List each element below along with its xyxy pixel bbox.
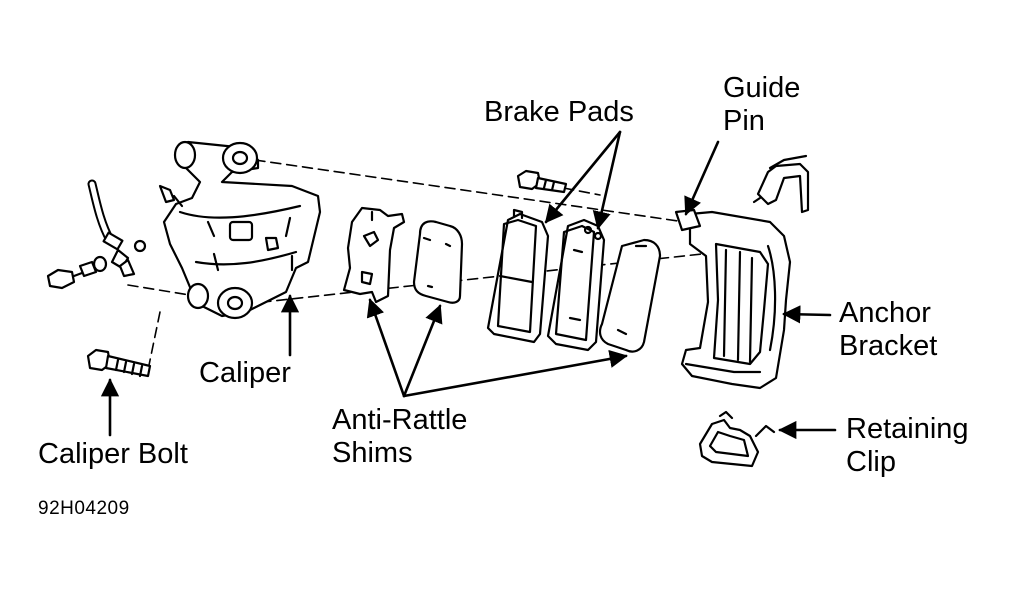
label-retaining-clip: Retaining Clip bbox=[846, 413, 969, 479]
label-brake-pads: Brake Pads bbox=[484, 96, 634, 128]
brake-pad-1-illustration bbox=[486, 208, 550, 344]
shim-3-illustration bbox=[598, 238, 662, 353]
label-caliper-bolt: Caliper Bolt bbox=[38, 438, 188, 470]
label-anti-rattle-shims: Anti-Rattle Shims bbox=[332, 404, 467, 470]
retaining-clip-illustration bbox=[698, 410, 776, 468]
label-anchor-bracket-line-1: Anchor bbox=[839, 297, 931, 329]
label-anchor-bracket: Anchor Bracket bbox=[839, 297, 937, 363]
label-anchor-bracket-line-2: Bracket bbox=[839, 330, 938, 362]
caliper-illustration bbox=[158, 140, 322, 320]
label-retaining-clip-line-2: Clip bbox=[846, 446, 896, 478]
label-caliper: Caliper bbox=[199, 357, 291, 389]
label-anti-rattle-shims-line-1: Anti-Rattle bbox=[332, 404, 468, 436]
guide-bolt-illustration bbox=[516, 169, 568, 194]
figure-code: 92H04209 bbox=[38, 498, 130, 519]
caliper-bolt-illustration bbox=[86, 348, 152, 378]
brake-pad-2-illustration bbox=[546, 218, 606, 352]
anchor-bracket-illustration bbox=[674, 208, 792, 390]
label-guide-pin: Guide Pin bbox=[723, 72, 800, 138]
shim-2-illustration bbox=[412, 220, 464, 304]
upper-clip-illustration bbox=[752, 154, 810, 214]
label-guide-pin-line-2: Pin bbox=[723, 105, 765, 137]
shim-1-illustration bbox=[342, 206, 406, 304]
label-anti-rattle-shims-line-2: Shims bbox=[332, 437, 413, 469]
label-guide-pin-line-1: Guide bbox=[723, 72, 801, 104]
leader-arrows bbox=[100, 130, 837, 440]
label-retaining-clip-line-1: Retaining bbox=[846, 413, 969, 445]
brake-hose-illustration bbox=[46, 179, 147, 290]
